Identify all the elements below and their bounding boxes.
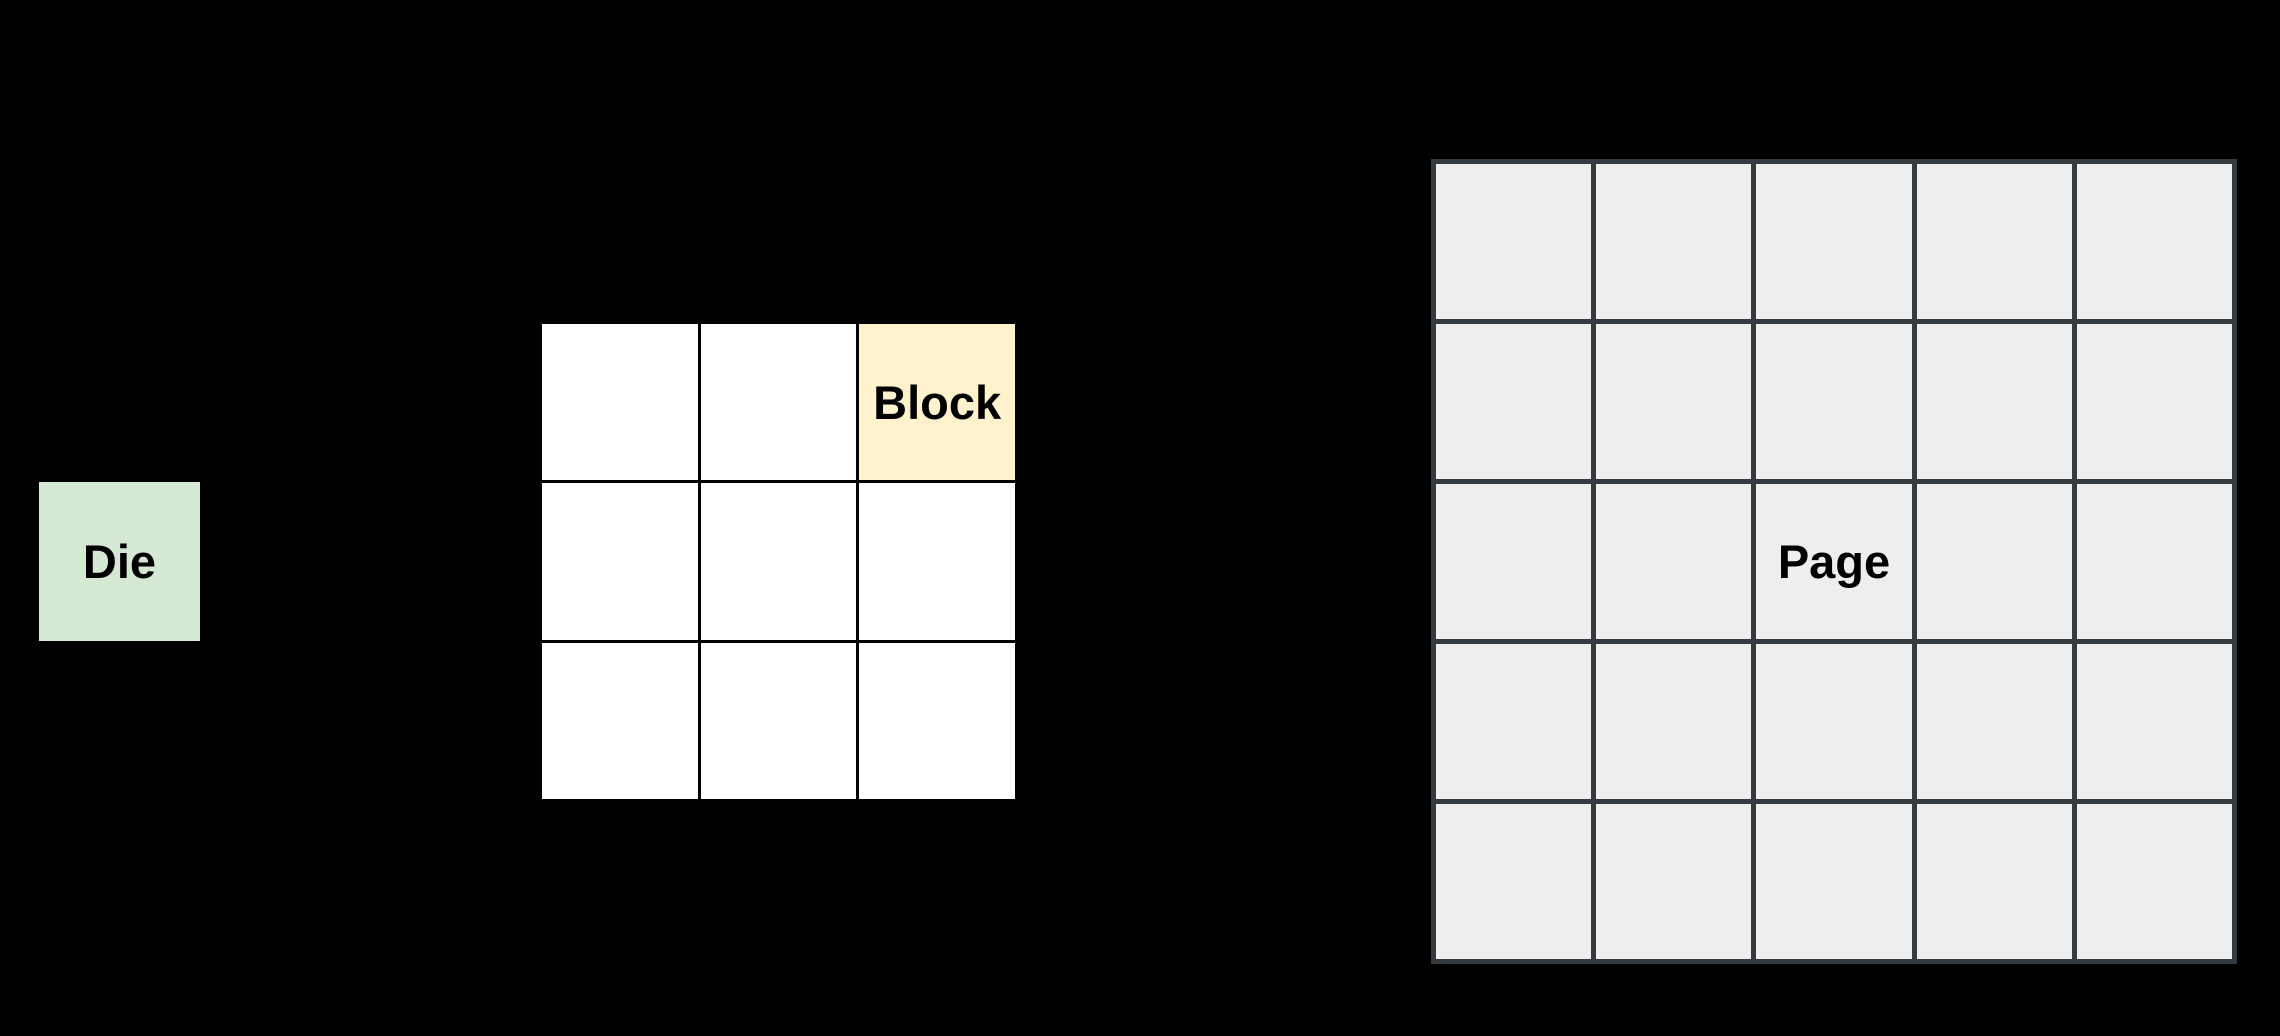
page-grid-cell [1436, 324, 1592, 479]
page-cell-center: Page [1756, 484, 1912, 639]
page-grid-cell [2076, 484, 2232, 639]
page-grid-cell [1436, 164, 1592, 319]
page-grid-cell [1596, 804, 1752, 959]
block-grid: Block [542, 324, 1015, 799]
block-cell-highlight: Block [859, 324, 1015, 481]
page-label: Page [1777, 535, 1891, 588]
block-grid-cell [700, 483, 857, 640]
page-grid-cell [1916, 644, 2072, 799]
page-grid-cell [1596, 644, 1752, 799]
page-grid-cell [1756, 644, 1912, 799]
page-grid-cell [1916, 804, 2072, 959]
block-label: Block [873, 375, 1002, 429]
page-grid-cell [1756, 164, 1912, 319]
page-grid-cell [1756, 324, 1912, 479]
block-grid-cell [542, 324, 698, 481]
page-grid-cell [1916, 484, 2072, 639]
page-grid-cell [1436, 484, 1592, 639]
page-grid-cell [1756, 804, 1912, 959]
die-box: Die [39, 482, 200, 641]
page-grid-cell [1436, 644, 1592, 799]
page-grid-cell [1596, 484, 1752, 639]
page-grid-cell [2076, 324, 2232, 479]
page-grid-cell [1436, 804, 1592, 959]
block-grid-cell [542, 642, 698, 799]
page-grid-cell [2076, 804, 2232, 959]
page-grid-cell [1596, 164, 1752, 319]
page-grid-cell [1596, 324, 1752, 479]
page-grid-cell [1916, 324, 2072, 479]
page-grid-cell [1916, 164, 2072, 319]
block-grid-cell [859, 642, 1015, 799]
block-grid-cell [542, 483, 698, 640]
die-label: Die [82, 535, 157, 588]
page-grid: Page [1431, 159, 2237, 964]
page-grid-cell [2076, 164, 2232, 319]
block-grid-cell [700, 642, 857, 799]
block-grid-cell [859, 483, 1015, 640]
block-grid-cell [700, 324, 857, 481]
page-grid-cell [2076, 644, 2232, 799]
